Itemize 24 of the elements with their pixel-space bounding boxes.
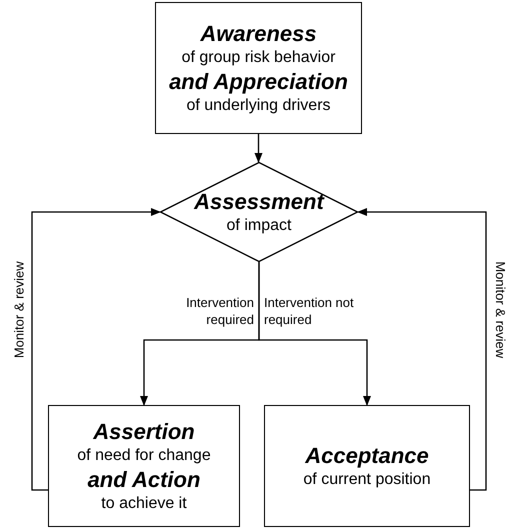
description: of current position — [302, 470, 432, 490]
process-box — [48, 405, 240, 527]
heading: Assertion — [93, 418, 195, 446]
process-box — [155, 2, 362, 134]
arrow — [31, 208, 161, 491]
heading: and Appreciation — [169, 68, 348, 96]
edge-label: Monitor & review — [10, 260, 28, 360]
heading: Awareness — [200, 20, 317, 48]
heading: Acceptance — [305, 442, 429, 470]
edge-label: Intervention required — [185, 294, 254, 328]
description: to achieve it — [100, 494, 188, 514]
description: of impact — [226, 216, 292, 236]
description: of need for change — [76, 446, 212, 466]
arrow — [258, 262, 371, 406]
arrow — [254, 134, 262, 163]
description: of group risk behavior — [180, 48, 336, 68]
edge-label: Monitor & review — [492, 260, 509, 360]
arrow — [357, 208, 487, 491]
heading: and Action — [88, 466, 200, 494]
edge-label: Intervention not required — [264, 294, 355, 328]
heading: Assessment — [194, 188, 324, 216]
decision-diamond — [160, 162, 358, 262]
process-box — [264, 405, 470, 527]
description: of underlying drivers — [185, 96, 332, 116]
